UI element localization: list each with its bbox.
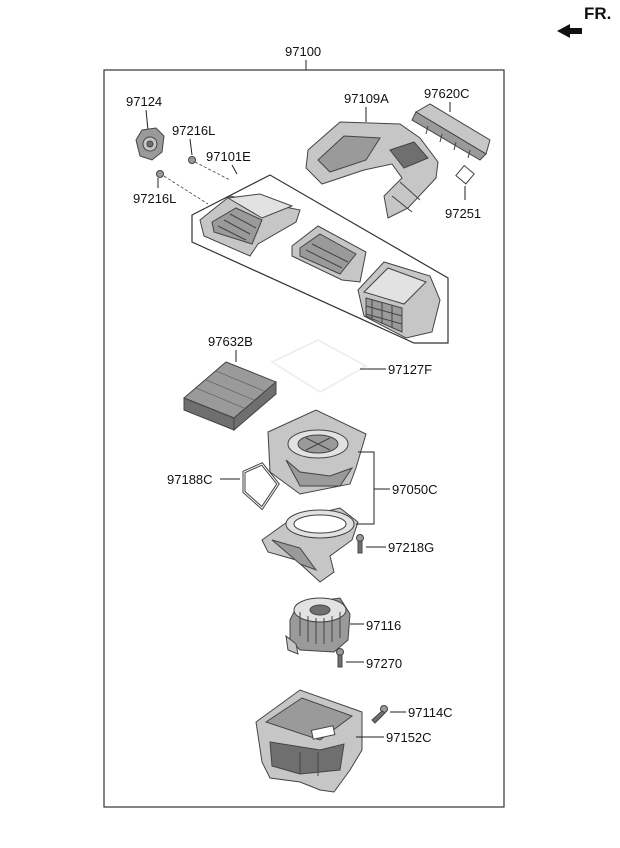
front-label: FR.	[584, 4, 611, 23]
screw-97270	[336, 648, 344, 668]
seal-97127F	[270, 339, 368, 393]
label-97620C: 97620C	[424, 86, 470, 101]
actuator-97124	[135, 127, 165, 161]
label-97218G: 97218G	[388, 540, 434, 555]
label-97109A: 97109A	[344, 91, 389, 106]
case-center-97101E	[291, 225, 367, 283]
label-97124: 97124	[126, 94, 162, 109]
label-97251: 97251	[445, 206, 481, 221]
cabin-filter-97632B	[183, 361, 277, 432]
blower-lower-housing-97152C	[255, 689, 363, 793]
duct-bar-97620C	[411, 103, 491, 161]
label-97188C: 97188C	[167, 472, 213, 487]
blower-motor-97116	[285, 597, 351, 655]
case-kit-frame-97101E	[191, 174, 449, 344]
duct-97109A	[305, 121, 439, 219]
label-97216L-bottom: 97216L	[133, 191, 176, 206]
pad-97251	[455, 164, 475, 185]
alignment-dash-1	[194, 161, 231, 181]
screw-97218G	[356, 534, 364, 554]
gasket-97188C	[242, 462, 280, 511]
case-right-97101E	[357, 261, 441, 339]
label-97216L-top: 97216L	[172, 123, 215, 138]
label-97632B: 97632B	[208, 334, 253, 349]
blower-lower-ring-97050C	[261, 507, 359, 583]
front-direction-arrow-icon	[557, 24, 582, 38]
screw-97216L-top	[188, 156, 196, 164]
alignment-dash-2	[163, 175, 209, 205]
label-97127F: 97127F	[388, 362, 432, 377]
blower-upper-housing-97050C	[267, 409, 367, 495]
assembly-frame	[103, 69, 505, 808]
screw-97114C	[371, 705, 388, 724]
label-97152C: 97152C	[386, 730, 432, 745]
label-97101E: 97101E	[206, 149, 251, 164]
label-97270: 97270	[366, 656, 402, 671]
label-97114C: 97114C	[408, 705, 453, 720]
front-indicator: FR.	[557, 4, 611, 38]
case-left-97101E	[199, 193, 301, 257]
bracket-97050C	[356, 451, 375, 525]
label-97116: 97116	[366, 618, 401, 633]
assembly-part-number: 97100	[285, 44, 321, 59]
label-97050C: 97050C	[392, 482, 438, 497]
screw-97216L-bottom	[156, 170, 164, 178]
